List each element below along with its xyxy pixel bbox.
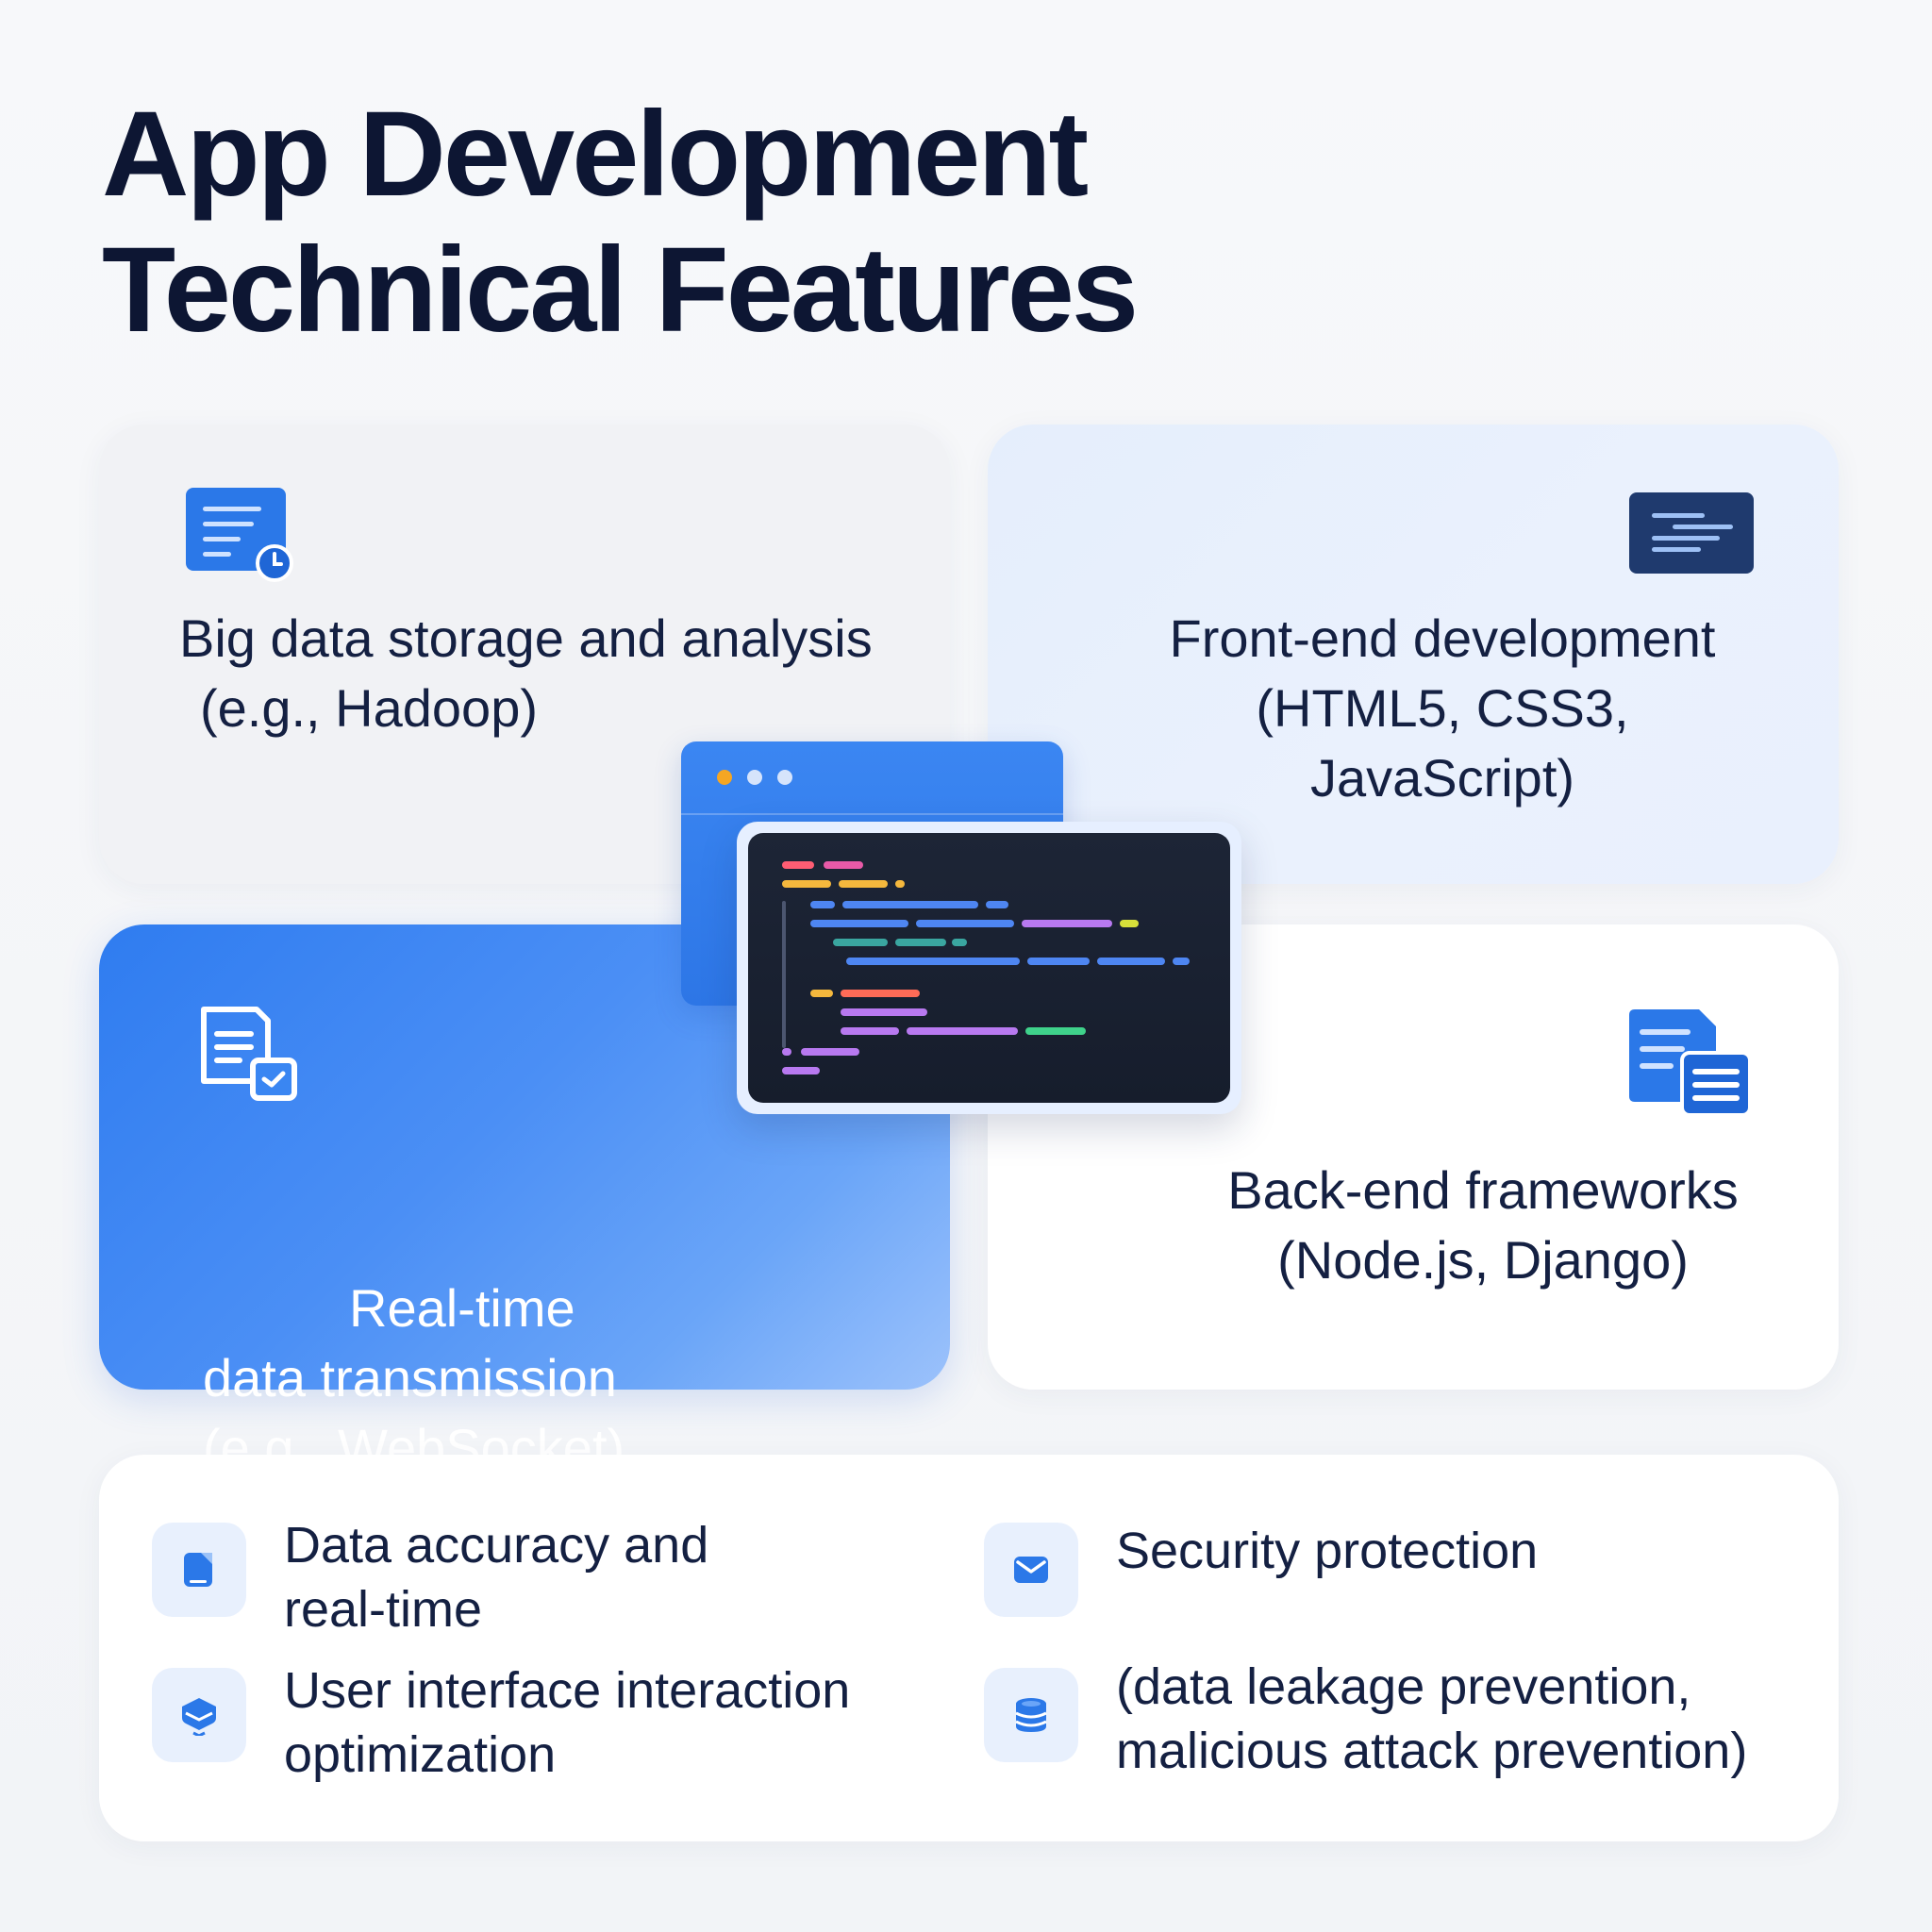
window-dot-icon	[717, 770, 732, 785]
stacked-documents-icon	[1629, 1009, 1752, 1118]
feature-ui-optimization: User interface interaction optimization	[284, 1662, 851, 1783]
code-window-icon	[1629, 492, 1754, 574]
card-big-data-text: Big data storage and analysis (e.g., Had…	[179, 608, 873, 738]
code-editor-panel	[748, 833, 1230, 1103]
card-real-time-text: Real-time data transmission (e.g., WebSo…	[203, 1278, 625, 1477]
tablet-icon	[152, 1523, 246, 1617]
layers-icon	[152, 1668, 246, 1762]
database-icon	[984, 1668, 1078, 1762]
page-title: App Development Technical Features	[102, 87, 1139, 358]
card-front-end: Front-end development (HTML5, CSS3, Java…	[988, 425, 1839, 884]
document-clock-icon	[186, 488, 293, 582]
code-editor-illustration	[737, 822, 1241, 1114]
window-dot-icon	[777, 770, 792, 785]
card-back-end-text: Back-end frameworks (Node.js, Django)	[1227, 1160, 1739, 1290]
document-transfer-icon	[198, 1004, 302, 1117]
page-title-line-2: Technical Features	[102, 223, 1139, 358]
page-title-line-1: App Development	[102, 87, 1089, 222]
features-panel: Data accuracy and real-time User interfa…	[99, 1455, 1839, 1841]
feature-data-accuracy: Data accuracy and real-time	[284, 1517, 709, 1638]
feature-security-details: (data leakage prevention, malicious atta…	[1116, 1658, 1748, 1779]
window-dot-icon	[747, 770, 762, 785]
browser-title-bar	[681, 741, 1063, 815]
card-big-data: Big data storage and analysis (e.g., Had…	[99, 425, 950, 884]
feature-security: Security protection	[1116, 1523, 1539, 1579]
card-front-end-text: Front-end development (HTML5, CSS3, Java…	[1169, 608, 1716, 808]
envelope-icon	[984, 1523, 1078, 1617]
